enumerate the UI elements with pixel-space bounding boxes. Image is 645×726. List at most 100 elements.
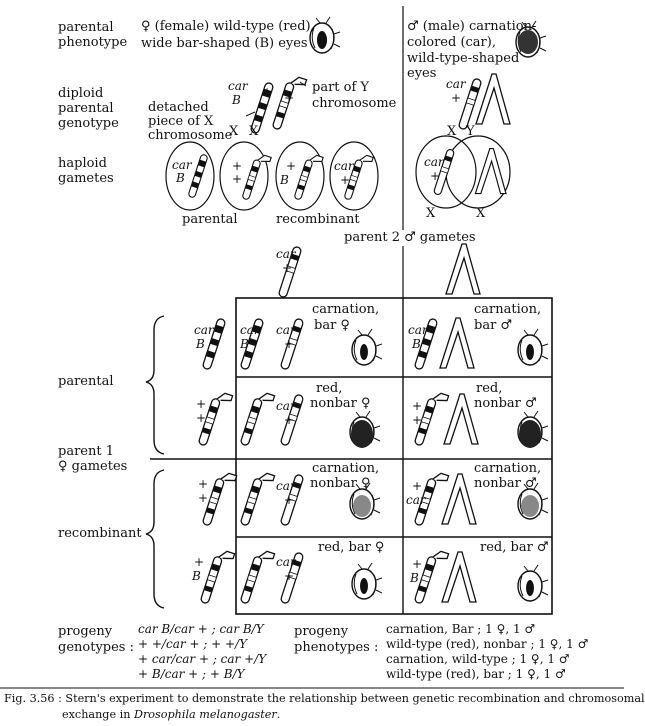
detached-x-annotation-line1: detached: [148, 100, 209, 115]
progeny-phenotype-row: carnation, wild-type ; 1 ♀, 1 ♂: [386, 652, 570, 666]
cell-car-label: car: [240, 323, 260, 337]
cell-plus-label: +: [284, 337, 295, 351]
p1-plus-label: +: [198, 477, 209, 491]
male-parent-description-line2: colored (car),: [407, 35, 496, 50]
progeny-phenotype-row: carnation, Bar ; 1 ♀, 1 ♂: [386, 622, 536, 636]
left-group-recombinant: recombinant: [58, 526, 142, 541]
row-label-haploid-gametes: haploid gametes: [58, 156, 114, 186]
left-group-parental: parental: [58, 374, 114, 389]
gamete-plus-label: +: [232, 159, 243, 173]
row-label-parental-phenotype: parental phenotype: [58, 20, 128, 50]
p1-car-label: car: [194, 323, 214, 337]
gamete-car-label: car: [172, 158, 192, 172]
gamete-plus-label: +: [340, 173, 351, 187]
parent1-gametes-line2: ♀ gametes: [58, 459, 128, 474]
cell-b-label: B: [412, 337, 421, 351]
gamete-x-label: X: [476, 206, 486, 221]
parent2-gametes-label: parent 2 ♂ gametes: [344, 230, 476, 245]
gamete-oval: [165, 141, 215, 211]
progeny-genotypes-label-line1: progeny: [58, 624, 113, 639]
cell-plus-label: +: [284, 493, 295, 507]
row-label-diploid-genotype: diploid parental genotype: [58, 86, 119, 131]
offspring-1-male-label-line1: carnation,: [474, 302, 542, 317]
male-parent-description-line4: eyes: [407, 66, 437, 81]
progeny-phenotype-row: wild-type (red), nonbar ; 1 ♀, 1 ♂: [386, 637, 589, 651]
gamete-oval: [219, 141, 269, 211]
progeny-genotype-row: + B/car + ; + B/Y: [138, 667, 245, 681]
progeny-genotype-row: car B/car + ; car B/Y: [138, 622, 264, 636]
offspring-3-female-label-line1: carnation,: [312, 461, 380, 476]
offspring-4-male-label: red, bar ♂: [480, 540, 549, 555]
diagram-canvas: [0, 6, 624, 689]
offspring-3-female-label-line2: nonbar ♀: [310, 476, 371, 491]
punnett-grid: [235, 297, 553, 615]
diploid-female-b-label: B: [232, 93, 241, 107]
progeny-genotype-row: + +/car + ; + +/Y: [138, 637, 248, 651]
offspring-3-male-label-line2: nonbar ♂: [474, 476, 537, 491]
p1-plus-label: +: [196, 397, 207, 411]
diploid-female-car-label: car: [228, 79, 248, 93]
p1-plus-label: +: [194, 555, 205, 569]
gamete-b-label: B: [176, 171, 185, 185]
cell-b-label: B: [410, 571, 419, 585]
gamete-plus-label: +: [232, 172, 243, 186]
diploid-male-car-label: car: [446, 77, 466, 91]
progeny-genotypes-label-line2: genotypes :: [58, 640, 134, 655]
cell-car-label: car: [276, 399, 296, 413]
p1-b-label: B: [196, 337, 205, 351]
progeny-phenotype-row: wild-type (red), bar ; 1 ♀, 1 ♂: [386, 667, 566, 681]
offspring-1-female-label-line1: carnation,: [312, 302, 380, 317]
gamete-plus-label: +: [430, 169, 441, 183]
gamete-car-label: car: [424, 155, 444, 169]
gamete-type-recombinant: recombinant: [276, 212, 360, 227]
gamete-plus-label: +: [286, 159, 297, 173]
male-y-label: Y: [466, 124, 475, 139]
progeny-phenotypes-label-line1: progeny: [294, 624, 349, 639]
offspring-1-male-label-line2: bar ♂: [474, 318, 513, 333]
figure-caption-line2: exchange in Drosophila melanogaster.: [62, 708, 281, 721]
part-of-y-annotation-line1: part of Y: [312, 80, 369, 95]
figure-caption-line1: Fig. 3.56 : Stern's experiment to demons…: [4, 692, 645, 705]
diploid-male-plus-label: +: [451, 91, 462, 105]
male-parent-description-line1: ♂ (male) carnation-: [407, 19, 537, 34]
detached-x-annotation-line2: piece of X: [148, 114, 214, 129]
male-x-label: X: [447, 124, 457, 139]
cell-car-label: car: [408, 323, 428, 337]
gamete-type-parental: parental: [182, 212, 238, 227]
cell-plus-label: +: [412, 399, 423, 413]
parental-brace: [145, 315, 165, 455]
male-parent-description-line3: wild-type-shaped: [407, 51, 520, 66]
progeny-genotype-row: + car/car + ; car +/Y: [138, 652, 267, 666]
gamete-oval: [415, 135, 477, 209]
p1-b-label: B: [192, 569, 201, 583]
cell-car-label: car: [276, 555, 296, 569]
cell-plus-label: +: [284, 569, 295, 583]
p1-plus-label: +: [198, 491, 209, 505]
recombinant-brace: [145, 469, 165, 609]
female-parent-description-line2: wide bar-shaped (B) eyes: [141, 36, 308, 51]
parent1-gametes-line1: parent 1: [58, 444, 114, 459]
cell-plus-label: +: [412, 557, 423, 571]
offspring-2-male-label-line1: red,: [476, 381, 503, 396]
detached-x-annotation-line3: chromosome: [148, 128, 233, 143]
offspring-2-female-label-line2: nonbar ♀: [310, 396, 371, 411]
cell-plus-label: +: [412, 413, 423, 427]
female-x-label: X: [249, 124, 259, 139]
p1-plus-label: +: [196, 411, 207, 425]
offspring-1-female-label-line2: bar ♀: [314, 318, 350, 333]
cell-car-label: car: [406, 493, 426, 507]
cell-plus-label: +: [412, 479, 423, 493]
p2-plus-label: +: [282, 261, 293, 275]
gamete-oval: [275, 141, 325, 211]
gamete-x-label: X: [426, 206, 436, 221]
gamete-b-label: B: [280, 173, 289, 187]
offspring-2-male-label-line2: nonbar ♂: [474, 396, 537, 411]
cell-car-label: car: [276, 479, 296, 493]
diploid-female-plus-label: +: [284, 91, 295, 105]
progeny-phenotypes-label-line2: phenotypes :: [294, 640, 379, 655]
cell-b-label: B: [240, 337, 249, 351]
diploid-female-plus-label: +: [262, 85, 273, 99]
gamete-oval: [329, 141, 379, 211]
cell-plus-label: +: [284, 413, 295, 427]
female-x-label: X: [229, 124, 239, 139]
